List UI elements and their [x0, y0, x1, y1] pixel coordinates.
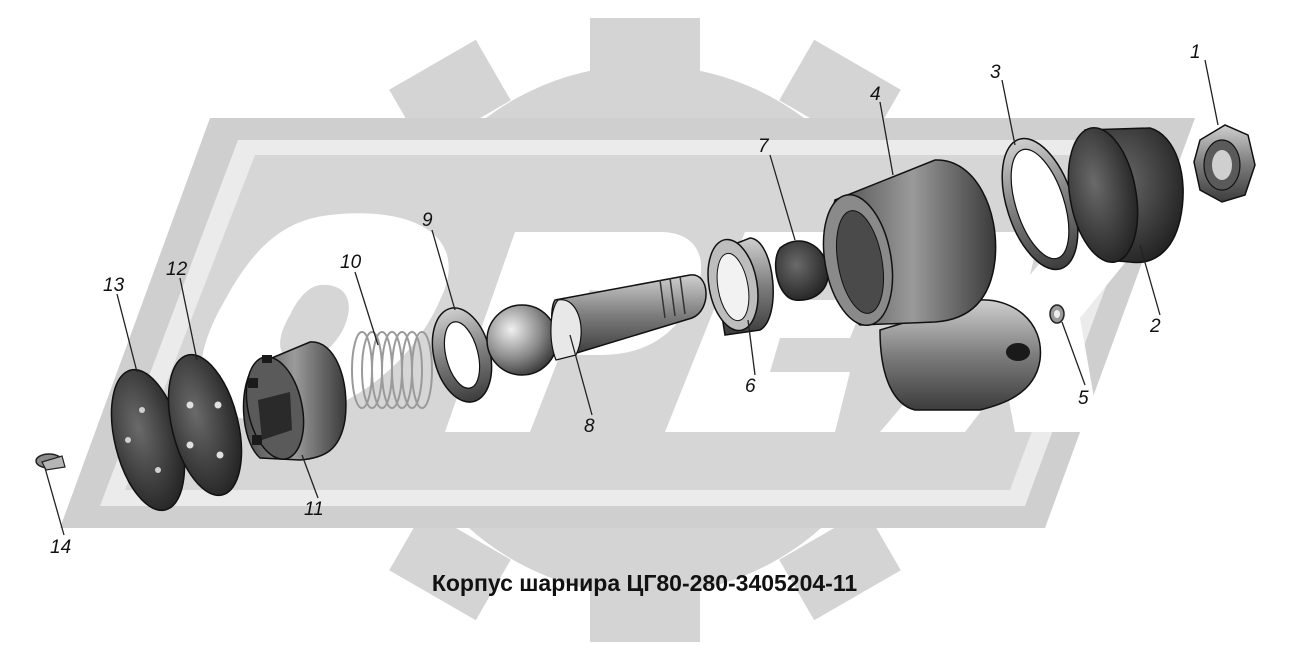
- callout-3: 3: [990, 62, 1001, 83]
- part-4-housing: [822, 159, 1042, 411]
- callout-13: 13: [103, 275, 125, 296]
- part-7-insert: [774, 240, 829, 301]
- callout-4: 4: [870, 84, 881, 105]
- callout-14: 14: [50, 537, 71, 558]
- callout-7: 7: [758, 136, 770, 157]
- callout-6: 6: [745, 376, 756, 397]
- part-1-nut: [1193, 124, 1256, 203]
- callout-5: 5: [1078, 388, 1089, 409]
- part-5-washer: [1049, 304, 1065, 324]
- callout-9: 9: [422, 210, 433, 231]
- part-3-ring: [1001, 137, 1079, 271]
- callout-1: 1: [1190, 42, 1201, 63]
- leader-lines: [44, 59, 1219, 536]
- part-10-spring: [351, 331, 433, 409]
- part-2-cap: [1067, 127, 1184, 264]
- part-6-bushing: [707, 237, 774, 336]
- callout-2: 2: [1149, 316, 1161, 337]
- diagram-caption: Корпус шарнира ЦГ80-280-3405204-11: [431, 570, 858, 596]
- part-14-screw: [35, 453, 66, 471]
- part-11-cap: [242, 341, 347, 461]
- callout-labels: 1 2 3 4 5 6 7 8 9 10 11 12 13 14: [50, 42, 1201, 558]
- part-8-ball-pin: [486, 274, 707, 376]
- callout-10: 10: [340, 252, 362, 273]
- callout-8: 8: [584, 416, 595, 437]
- part-9-ring: [431, 307, 493, 403]
- part-12-disc: [167, 353, 243, 497]
- callout-12: 12: [166, 259, 188, 280]
- callout-11: 11: [304, 499, 324, 520]
